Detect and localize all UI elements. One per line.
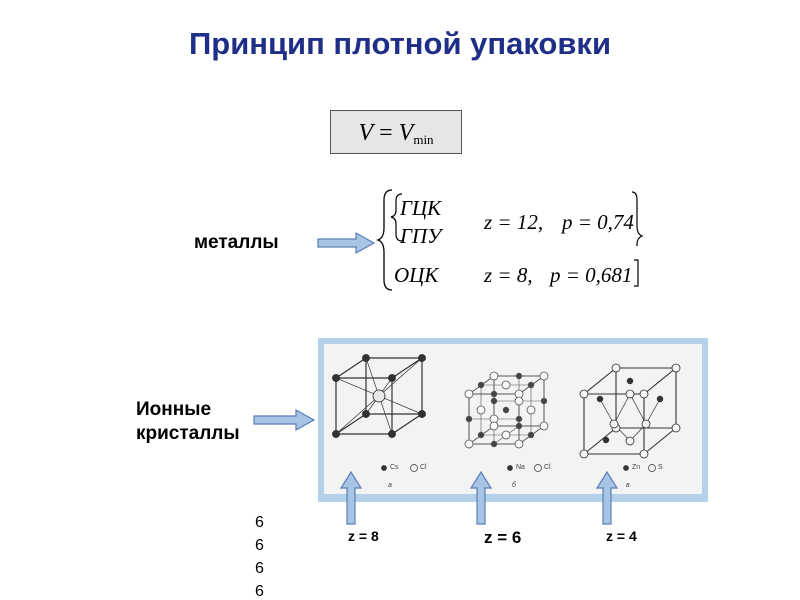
z8-label: z = 8 <box>348 528 379 544</box>
metals-system-braces <box>376 189 644 291</box>
metals-arrow <box>317 231 376 255</box>
legend-na: Na <box>516 464 525 471</box>
crystal-letter-b: б <box>512 482 516 489</box>
metals-row-1-z: z = 12, <box>484 210 544 234</box>
ionic-crystals-label: Ионные кристаллы <box>136 398 240 446</box>
z6-label: z = 6 <box>484 528 522 547</box>
side-number-4: 6 <box>255 583 264 600</box>
formula-min-subscript: min <box>413 132 434 147</box>
formula-v: V <box>358 120 374 146</box>
ionic-label-line2: кристаллы <box>136 423 240 444</box>
metals-row-2-structure: ГПУ <box>400 224 442 248</box>
metals-label: металлы <box>194 232 279 253</box>
crystal-lattices <box>332 354 681 472</box>
z8-arrow <box>339 470 363 525</box>
formula-vmin: V <box>398 120 414 146</box>
z4-label: z = 4 <box>606 528 637 544</box>
z4-arrow <box>595 470 619 525</box>
crystal-structures-image: Cs Cl Na Cl Zn S а б в <box>324 344 702 494</box>
legend-cl-a: Cl <box>420 464 427 471</box>
side-number-2: 6 <box>255 537 264 554</box>
side-number-3: 6 <box>255 560 264 577</box>
formula-eq: = <box>373 120 399 146</box>
crystal-letter-c: в <box>626 482 630 489</box>
crystal-structures-panel: Cs Cl Na Cl Zn S а б в <box>318 338 708 502</box>
z6-arrow <box>469 470 493 525</box>
legend-cl-b: Cl <box>544 464 551 471</box>
ionic-arrow <box>253 408 316 432</box>
legend-zn: Zn <box>632 464 641 471</box>
formula-box: V = Vmin <box>330 110 462 154</box>
page-title: Принцип плотной упаковки <box>188 26 611 61</box>
ionic-label-line1: Ионные <box>136 399 212 420</box>
metals-row-3-structure: ОЦК <box>394 263 439 287</box>
metals-row-1-structure: ГЦК <box>400 196 442 220</box>
metals-row-1-p: p = 0,74 <box>562 210 634 234</box>
legend-markers <box>381 464 656 472</box>
metals-row-3-p: p = 0,681 <box>550 263 633 287</box>
metals-row-3-z: z = 8, <box>484 263 533 287</box>
legend-cs: Cs <box>390 464 399 471</box>
crystal-letter-a: а <box>388 482 392 489</box>
side-number-1: 6 <box>255 514 264 531</box>
legend-s: S <box>658 464 663 471</box>
nacl-atoms <box>464 371 549 449</box>
zns-atoms <box>579 363 681 459</box>
cscl-atoms <box>332 354 426 438</box>
